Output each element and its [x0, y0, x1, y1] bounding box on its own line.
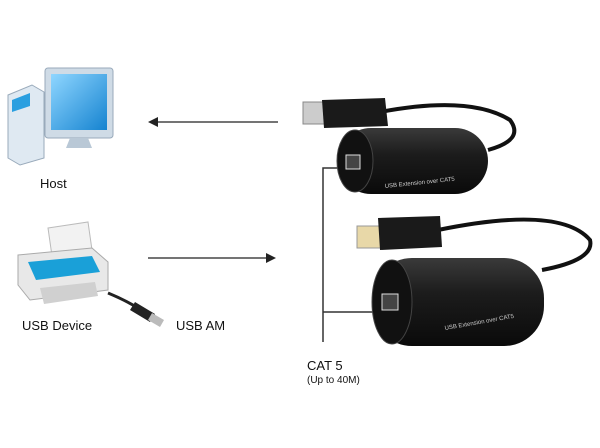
- arrow-to-host: [148, 117, 278, 127]
- printer-icon: [17, 221, 109, 304]
- host-side-extender: [302, 98, 517, 194]
- arrow-to-extender: [148, 253, 276, 263]
- host-computer-icon: [7, 67, 114, 166]
- usb-am-label: USB AM: [176, 318, 226, 333]
- cat5-label: CAT 5: [307, 358, 343, 373]
- cat5-range-label: (Up to 40M): [307, 375, 360, 386]
- device-side-extender: [356, 216, 593, 346]
- usb-am-plug-icon: [107, 291, 164, 327]
- usb-device-label: USB Device: [22, 318, 93, 333]
- cat5-cable-line: [322, 167, 378, 342]
- host-label: Host: [40, 176, 67, 191]
